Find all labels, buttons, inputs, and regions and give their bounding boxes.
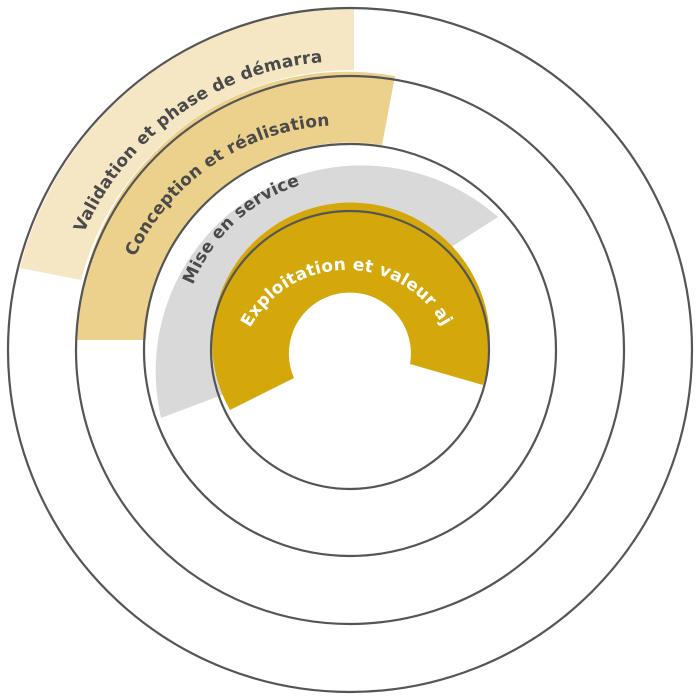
ring-outline-second (74, 74, 626, 626)
ring-outline-outer (6, 6, 694, 694)
ring-outline-third (142, 142, 558, 558)
sector-conception (77, 71, 395, 340)
sector-validation (20, 7, 354, 281)
sector-exploitation (211, 202, 490, 410)
ring-outline-inner (209, 209, 491, 491)
